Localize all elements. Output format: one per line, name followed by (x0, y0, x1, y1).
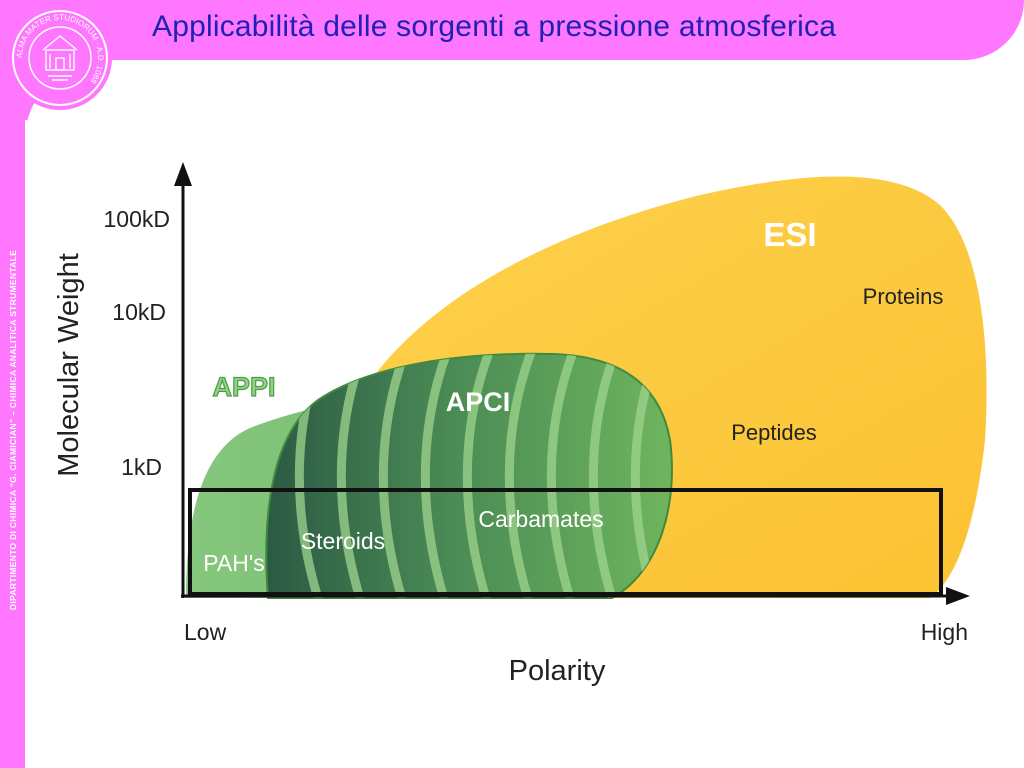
side-bar (0, 0, 25, 768)
header-bar (0, 0, 1024, 60)
x-axis (181, 587, 970, 605)
apci-region (265, 352, 673, 599)
x-axis-title: Polarity (509, 655, 606, 687)
y-axis (174, 162, 192, 598)
slide-title: Applicabilità delle sorgenti a pressione… (152, 10, 837, 43)
esi-label: ESI (763, 216, 816, 253)
low-mw-highlight-box (188, 488, 943, 596)
compound-proteins: Proteins (863, 284, 944, 309)
apci-label: APCI (446, 387, 511, 417)
compound-carbamates: Carbamates (478, 506, 603, 532)
compound-peptides: Peptides (731, 420, 817, 445)
x-tick-high: High (921, 619, 968, 645)
compound-pahs: PAH's (203, 550, 264, 576)
compound-steroids: Steroids (301, 528, 385, 554)
y-axis-title: Molecular Weight (53, 253, 85, 477)
y-tick-100kd: 100kD (104, 206, 170, 232)
appi-label: APPI (212, 372, 275, 402)
y-tick-10kd: 10kD (112, 299, 166, 325)
x-tick-low: Low (184, 619, 227, 645)
university-seal-icon: ALMA MATER STUDIORUM · A.D. 1088 (12, 10, 108, 106)
y-tick-1kd: 1kD (121, 454, 162, 480)
